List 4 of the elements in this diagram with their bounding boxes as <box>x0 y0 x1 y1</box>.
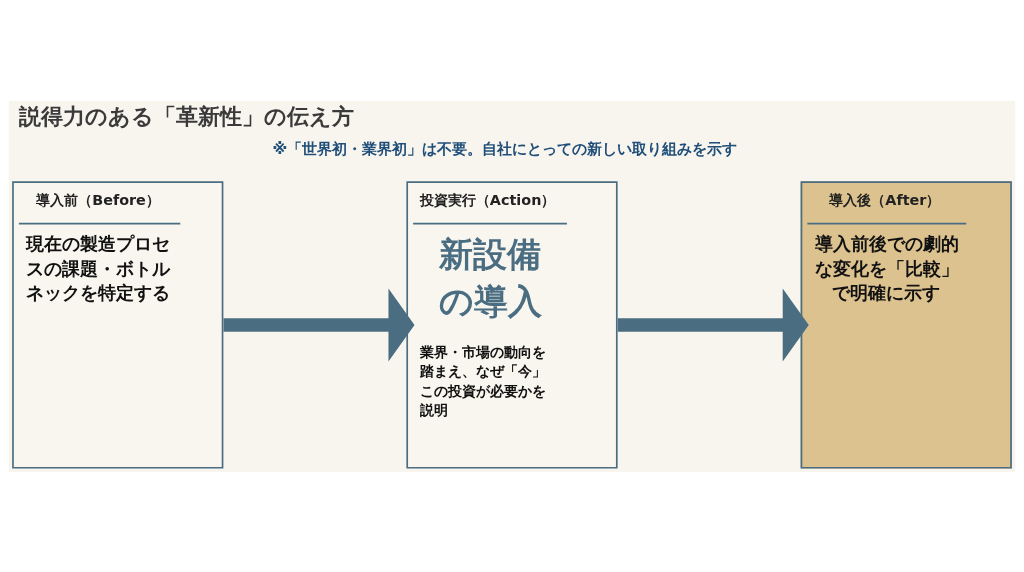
arrow <box>617 288 809 361</box>
label: ※「世界初・業界初」は不要。自社にとっての新しい取り組みを示す <box>272 139 738 158</box>
arrow <box>223 288 415 361</box>
diagram-title: 説得力のある「革新性」の伝え方 <box>18 103 354 129</box>
